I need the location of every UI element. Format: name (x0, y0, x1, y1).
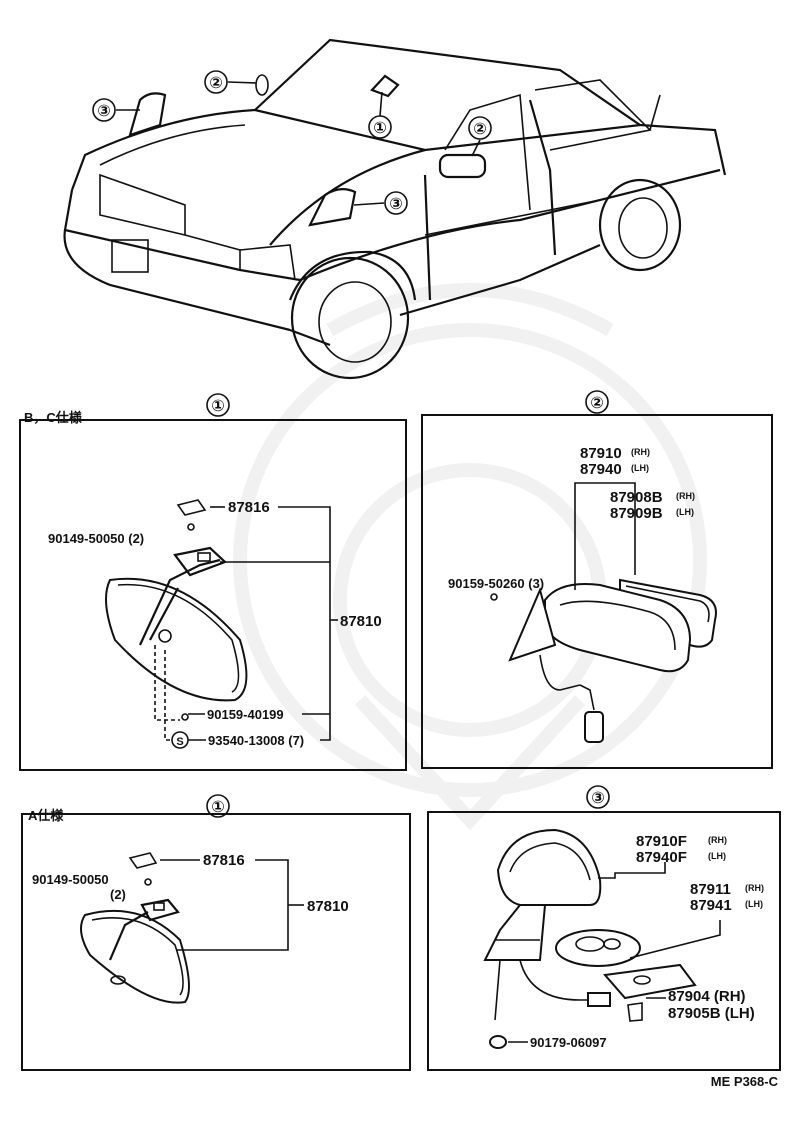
car-callouts: ② ③ ① ② ③ (92, 70, 492, 215)
svg-text:③: ③ (591, 790, 605, 807)
label-rh-1: (RH) (631, 447, 650, 457)
label-rh-2: (RH) (676, 491, 695, 501)
part-87910: 87910 (580, 445, 622, 462)
watermark-emblem (233, 283, 707, 831)
part-87816-a: 87816 (203, 852, 245, 869)
part-90149-50050: 90149-50050 (2) (48, 531, 144, 546)
label-rh-4: (RH) (745, 883, 764, 893)
callout-3-fender: ③ (389, 196, 403, 213)
part-qty-2: (2) (110, 887, 126, 902)
part-90159-40199: 90159-40199 (207, 707, 284, 722)
label-lh-1: (LH) (631, 463, 649, 473)
part-87810-a: 87810 (307, 898, 349, 915)
label-lh-4: (LH) (745, 899, 763, 909)
part-87940F: 87940F (636, 849, 687, 866)
callout-3-left: ③ (97, 103, 111, 120)
panel4-leaders (508, 862, 721, 1043)
part-87941: 87941 (690, 897, 732, 914)
panel3-mirror-illustration (80, 852, 190, 1004)
label-lh-2: (LH) (676, 507, 694, 517)
callout-1-inner: ① (373, 120, 387, 137)
part-87911: 87911 (690, 881, 731, 898)
panel1-mirror-illustration (105, 499, 248, 741)
panel1-circle: ① (206, 393, 230, 417)
callout-2-door: ② (473, 121, 487, 138)
panel2-frame (421, 414, 773, 769)
reference-code: ME P368-C (711, 1074, 779, 1089)
svg-text:①: ① (211, 799, 225, 816)
part-93540-13008: 93540-13008 (7) (208, 733, 304, 748)
panel2-circle: ② (585, 390, 609, 414)
panel3-spec-label: A仕様 (28, 808, 64, 823)
svg-text:①: ① (211, 398, 225, 415)
part-90149-50050-a: 90149-50050 (32, 872, 109, 887)
panel4-circle: ③ (586, 785, 610, 809)
part-90159-50260: 90159-50260 (3) (448, 576, 544, 591)
part-90179-06097: 90179-06097 (530, 1035, 607, 1050)
part-87908B: 87908B (610, 489, 663, 506)
part-87909B: 87909B (610, 505, 663, 522)
part-87816: 87816 (228, 499, 270, 516)
panel4-mirror-illustration (483, 828, 697, 1049)
panel1-leaders (188, 506, 338, 741)
panel1-spec-label: B，C仕様 (24, 410, 83, 425)
panel1-frame (19, 419, 407, 771)
panel3-leaders (160, 859, 304, 951)
panel3-circle: ① (206, 794, 230, 818)
svg-text:S: S (176, 736, 183, 748)
callout-2-roof: ② (209, 75, 223, 92)
part-87905B: 87905B (LH) (668, 1005, 755, 1022)
part-87910F: 87910F (636, 833, 687, 850)
s-mark-symbol: S (171, 731, 189, 749)
part-87810: 87810 (340, 613, 382, 630)
part-87904: 87904 (RH) (668, 988, 746, 1005)
panel2-leaders (574, 482, 636, 590)
label-rh-3: (RH) (708, 835, 727, 845)
svg-text:②: ② (590, 395, 604, 412)
panel2-mirror-illustration (490, 578, 717, 743)
car-overview-illustration (63, 38, 727, 380)
label-lh-3: (LH) (708, 851, 726, 861)
panel3-frame (21, 813, 411, 1071)
part-87940: 87940 (580, 461, 622, 478)
panel4-frame (427, 811, 781, 1071)
